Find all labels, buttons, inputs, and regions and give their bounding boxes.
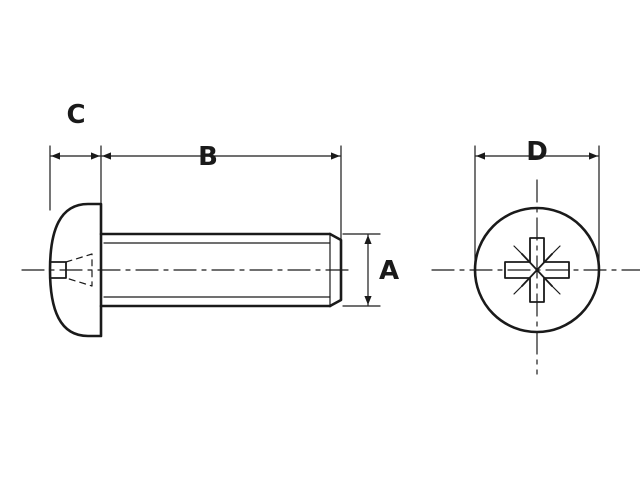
dimension-d: D (474, 137, 600, 263)
recess-rib-4 (543, 245, 561, 263)
recess-rib-6 (543, 277, 561, 295)
dim-label-b: B (198, 142, 218, 172)
recess-rib-3 (513, 245, 531, 263)
head-recess-hidden (65, 253, 93, 287)
dim-label-d: D (526, 137, 548, 167)
dimension-a: A (342, 233, 399, 307)
end-view (431, 179, 640, 375)
shank-chamfer-end (328, 232, 343, 308)
head-slot (49, 261, 67, 279)
dimension-b: B (101, 142, 342, 241)
side-view (21, 202, 353, 338)
dim-label-c: C (66, 100, 85, 130)
head-circle (473, 206, 601, 334)
screw-head (48, 202, 103, 338)
recess-rib-5 (513, 277, 531, 295)
dimension-c: C (49, 100, 102, 211)
dim-label-a: A (379, 256, 399, 286)
